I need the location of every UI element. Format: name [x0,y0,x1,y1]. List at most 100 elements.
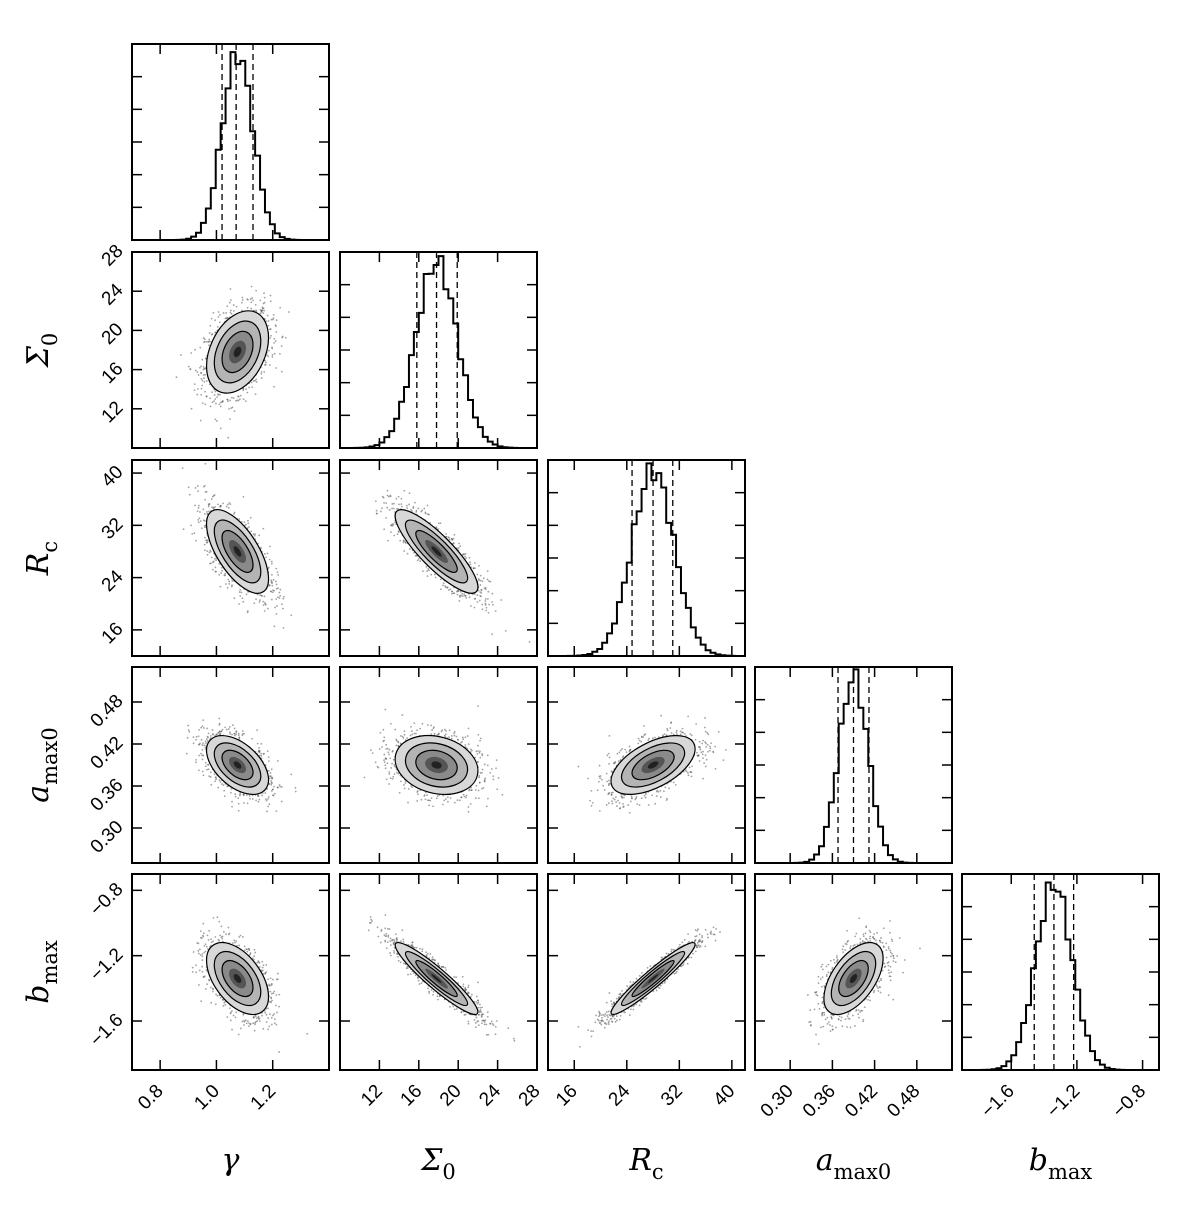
sample-point [439,522,442,525]
sample-point [487,611,490,614]
sample-point [275,583,278,586]
sample-point [221,399,224,402]
sample-point [270,768,273,771]
sample-point [213,394,216,396]
sample-point [468,596,471,599]
sample-point [219,405,222,408]
sample-point [200,371,202,374]
sample-point [481,608,484,611]
sample-point [211,506,214,509]
sample-point [233,512,235,515]
sample-point [231,733,233,736]
sample-point [393,534,396,537]
sample-point [396,507,398,510]
sample-point [465,597,468,599]
sample-point [248,526,250,528]
sample-point [267,607,269,610]
sample-point [218,562,221,565]
sample-point [477,577,480,580]
sample-point [479,584,482,586]
sample-point [208,344,210,347]
sample-point [385,516,387,519]
sample-point [232,310,235,312]
sample-point [282,627,285,629]
sample-point [476,601,479,603]
sample-point [279,353,281,355]
sample-point [270,560,273,563]
sample-point [219,393,221,396]
sample-point [275,580,277,583]
sample-point [273,352,276,355]
sample-point [244,400,247,403]
sample-point [193,383,196,386]
sample-point [247,519,249,522]
sample-point [252,533,255,535]
sample-point [238,398,241,401]
sample-point [198,517,201,520]
sample-point [182,528,185,531]
sample-point [434,576,437,579]
sample-point [211,391,213,394]
sample-point [209,397,211,400]
density-contour-4 [233,346,242,358]
sample-point [282,597,285,600]
sample-point [221,569,223,572]
sample-point [266,552,269,555]
sample-point [209,550,212,553]
sample-point [197,507,200,509]
sample-point [464,552,467,555]
sample-point [442,584,444,587]
sample-point [194,348,196,351]
sample-point [391,503,394,505]
sample-point [383,528,386,531]
sample-point [226,398,229,401]
sample-point [478,599,481,602]
sample-point [230,299,232,302]
sample-point [209,771,212,774]
sample-point [474,567,476,570]
sample-point [385,502,388,505]
sample-point [214,506,217,508]
sample-point [238,591,241,593]
sample-point [203,513,206,515]
sample-point [226,503,229,506]
sample-point [381,507,383,510]
sample-point [202,727,205,729]
sample-point [423,507,426,510]
sample-point [420,510,423,513]
sample-point [226,586,229,589]
sample-point [427,513,429,516]
sample-point [230,309,232,312]
sample-point [254,379,256,382]
sample-point [197,518,200,521]
sample-point [225,583,227,585]
sample-point [237,809,240,812]
sample-point [240,309,243,312]
sample-point [450,590,453,593]
sample-point [252,299,254,302]
sample-point [204,549,206,552]
sample-point [260,377,263,379]
sample-point [389,494,392,497]
sample-point [201,748,204,751]
sample-point [238,603,240,605]
sample-point [202,337,205,339]
sample-point [249,298,252,300]
sample-point [214,398,217,400]
density-contour-4 [233,546,242,557]
sample-point [273,337,276,340]
sample-point [220,566,223,569]
sample-point [249,797,251,800]
sample-point [204,390,206,393]
sample-point [255,309,257,312]
sample-point [277,574,280,576]
histogram-panel-1 [339,251,538,449]
sample-point [268,584,271,587]
sample-point [209,405,212,408]
sample-point [426,570,429,572]
sample-point [187,365,190,368]
sample-point [210,556,213,559]
sample-point [200,393,203,396]
sample-point [469,563,472,566]
sample-point [206,553,209,556]
